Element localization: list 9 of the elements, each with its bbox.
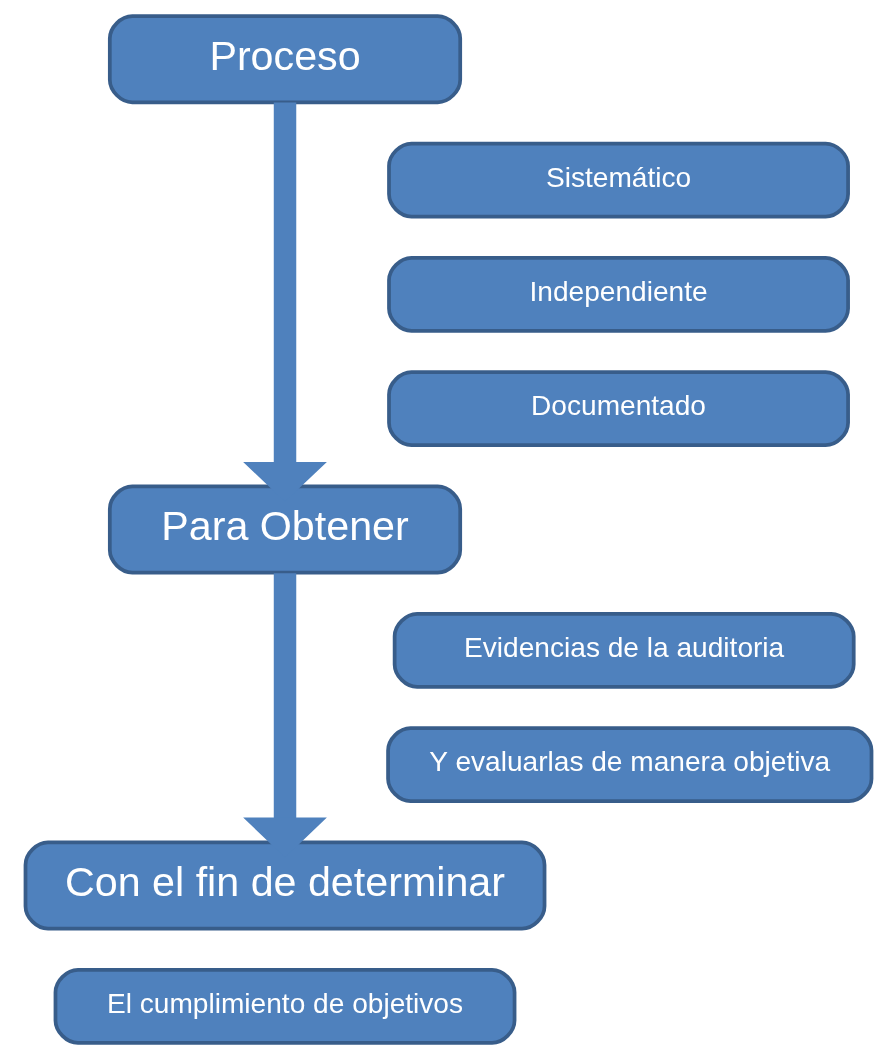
node-box: Para Obtener (107, 484, 462, 575)
node-box: Documentado (386, 370, 850, 448)
node-box: Con el fin de determinar (23, 840, 546, 931)
node-box: Y evaluarlas de manera objetiva (385, 726, 873, 804)
node-box: Independiente (386, 255, 850, 333)
node-box: El cumplimiento de objetivos (53, 967, 516, 1045)
node-box: Proceso (107, 14, 462, 105)
node-box: Sistemático (386, 141, 850, 219)
node-box: Evidencias de la auditoria (392, 611, 856, 689)
